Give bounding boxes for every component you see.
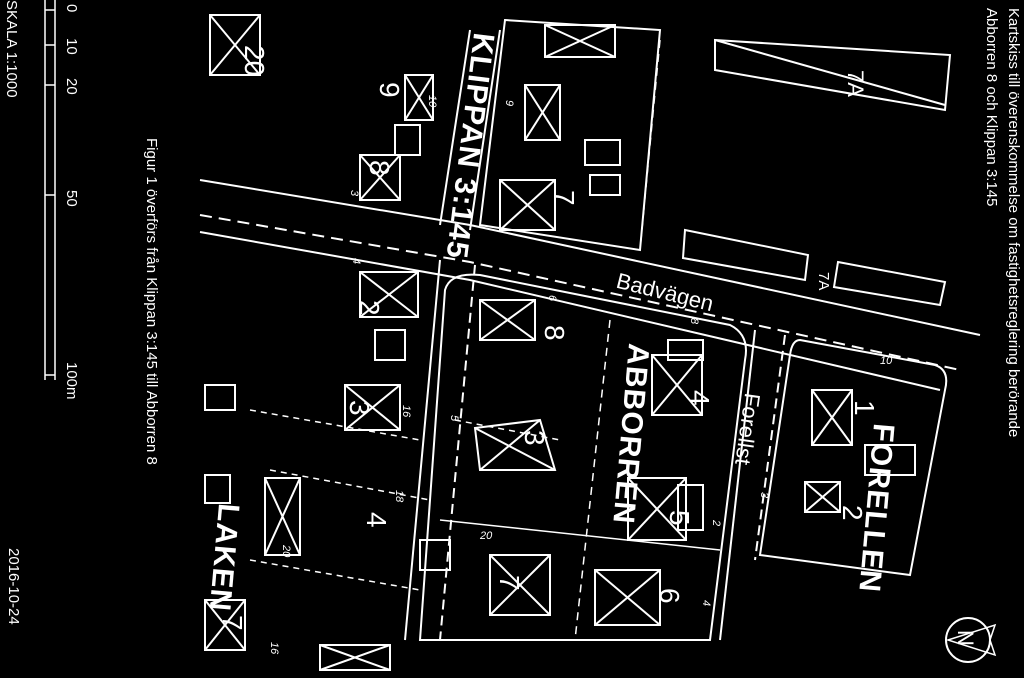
house-klippan-9 [524, 84, 561, 141]
house-9 [404, 74, 434, 121]
date-label: 2016-10-24 [5, 548, 22, 625]
north-label: N [953, 630, 978, 646]
small-number: 20 [280, 545, 292, 558]
plot-7a-road [681, 228, 810, 282]
small-number: 20 [480, 530, 493, 542]
klippan-road [404, 29, 501, 641]
small-number: 6 [546, 295, 558, 302]
lot-4-abborren: 4 [684, 390, 715, 406]
small-number: 18 [393, 490, 405, 503]
house-laken [264, 477, 301, 556]
house-abborren-3 [473, 418, 557, 471]
scale-tick-10: 10 [63, 38, 80, 55]
lot-7-abborren: 7 [494, 575, 525, 591]
lot-8-left: 8 [364, 160, 395, 176]
house-20 [209, 14, 261, 76]
lot-5-abborren: 5 [664, 510, 695, 526]
small-number: 3 [348, 190, 360, 197]
house-8 [359, 154, 401, 201]
small-number: 4 [350, 258, 362, 265]
small-number: 3 [758, 492, 770, 499]
house-3 [344, 384, 401, 431]
small-number: 10 [426, 95, 438, 108]
north-arrow-icon [945, 617, 997, 663]
lot-9: 9 [374, 82, 405, 98]
title-line-1: Kartskiss till överenskommelse om fastig… [1005, 8, 1022, 438]
lot-2: 2 [354, 300, 385, 316]
title-line-2: Abborren 8 och Klippan 3:145 [983, 8, 1000, 207]
small-number: 16 [268, 642, 280, 655]
badvagen-road [199, 179, 981, 391]
scale-tick-50: 50 [63, 190, 80, 207]
house-laken-7 [204, 599, 246, 651]
house-abborren-5 [627, 477, 687, 541]
lot-6-abborren: 6 [654, 588, 685, 604]
small-number: 5 [448, 415, 460, 422]
lot-7a-top: 7A [843, 70, 868, 97]
abborren-block [418, 273, 747, 641]
scale-label: SKALA 1:1000 [3, 0, 20, 98]
house-abborren-4 [651, 354, 703, 416]
small-number: 2 [710, 520, 722, 527]
house-abborren-8 [479, 299, 536, 341]
scale-tick-20: 20 [63, 78, 80, 95]
small-number: 8 [688, 318, 700, 325]
forellst-road [719, 329, 786, 641]
house-abborren-7 [489, 554, 551, 616]
scale-tick-100: 100m [63, 362, 80, 400]
klippan-block [478, 18, 662, 252]
figure-caption: Figur 1 överförs från Klippan 3:145 till… [143, 138, 160, 465]
house-abborren-6 [594, 569, 661, 626]
lot-3-abborren: 3 [519, 430, 550, 446]
lot-7-laken: 7 [217, 615, 248, 631]
forellen-block [758, 338, 948, 577]
lot-3: 3 [344, 400, 375, 416]
house-klippan-7 [499, 179, 556, 231]
lot-20: 20 [239, 45, 270, 77]
small-number: 9 [503, 100, 515, 107]
lot-4: 4 [361, 512, 392, 528]
lot-1-forellen: 1 [849, 400, 880, 416]
lot-7a-road: 7A [815, 272, 832, 291]
lot-8-abborren: 8 [539, 325, 570, 341]
scale-bar [44, 0, 56, 380]
house-klippan-top [544, 24, 616, 58]
small-number: 16 [400, 405, 412, 418]
small-number: 4 [700, 600, 712, 607]
house-bottom [319, 644, 391, 671]
house-2 [359, 271, 419, 318]
lot-2-forellen: 2 [837, 505, 868, 521]
small-number: 10 [880, 355, 893, 367]
house-forellen-1 [811, 389, 853, 446]
plot-7a-top [714, 38, 952, 112]
scale-tick-0: 0 [63, 4, 80, 13]
house-forellen-2 [804, 481, 841, 513]
lot-7: 7 [549, 190, 580, 206]
